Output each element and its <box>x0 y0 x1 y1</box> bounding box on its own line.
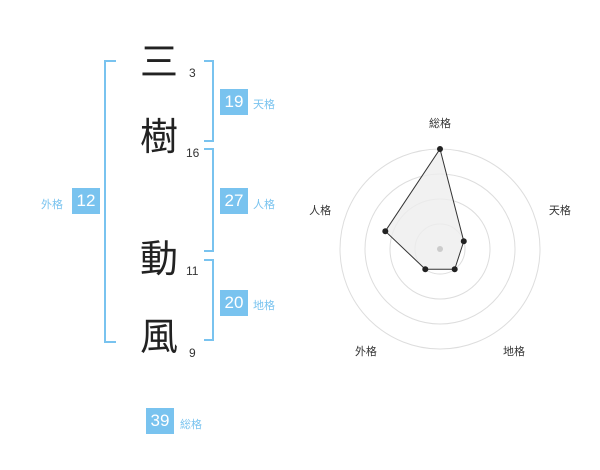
radar-center-dot <box>437 246 443 252</box>
chikaku-bracket <box>204 259 214 341</box>
radar-axis-label: 外格 <box>355 344 377 358</box>
chikaku-value: 20 <box>220 290 248 316</box>
radar-point-1 <box>437 146 443 152</box>
radar-point-5 <box>382 228 389 235</box>
name-char-1: 三 <box>140 40 179 84</box>
radar-axis-label: 地格 <box>503 344 525 358</box>
chikaku-label: 地格 <box>253 299 275 312</box>
soukaku-label: 総格 <box>180 418 202 431</box>
radar-axis-label: 人格 <box>309 203 331 217</box>
gaikaku-bracket <box>104 60 116 343</box>
name-char-2: 樹 <box>140 115 179 159</box>
gaikaku-label: 外格 <box>41 198 63 211</box>
jinkaku-value: 27 <box>220 188 248 214</box>
tenkaku-label: 天格 <box>253 98 275 111</box>
tenkaku-value: 19 <box>220 89 248 115</box>
radar-axis-label: 天格 <box>549 203 571 217</box>
stroke-count-2: 16 <box>186 146 200 160</box>
stroke-count-1: 3 <box>189 66 196 80</box>
name-char-4: 風 <box>140 315 179 359</box>
stroke-count-4: 9 <box>189 346 196 360</box>
radar-axis-label: 総格 <box>429 116 451 130</box>
soukaku-value: 39 <box>146 408 174 434</box>
name-char-3: 動 <box>140 237 179 281</box>
jinkaku-bracket <box>204 148 214 252</box>
radar-point-2 <box>460 238 467 245</box>
tenkaku-bracket <box>204 60 214 142</box>
radar-area <box>384 147 465 270</box>
gaikaku-value: 12 <box>72 188 100 214</box>
radar-point-3 <box>451 266 458 273</box>
jinkaku-label: 人格 <box>253 198 275 211</box>
radar-point-4 <box>422 266 429 273</box>
stroke-count-3: 11 <box>186 264 199 278</box>
